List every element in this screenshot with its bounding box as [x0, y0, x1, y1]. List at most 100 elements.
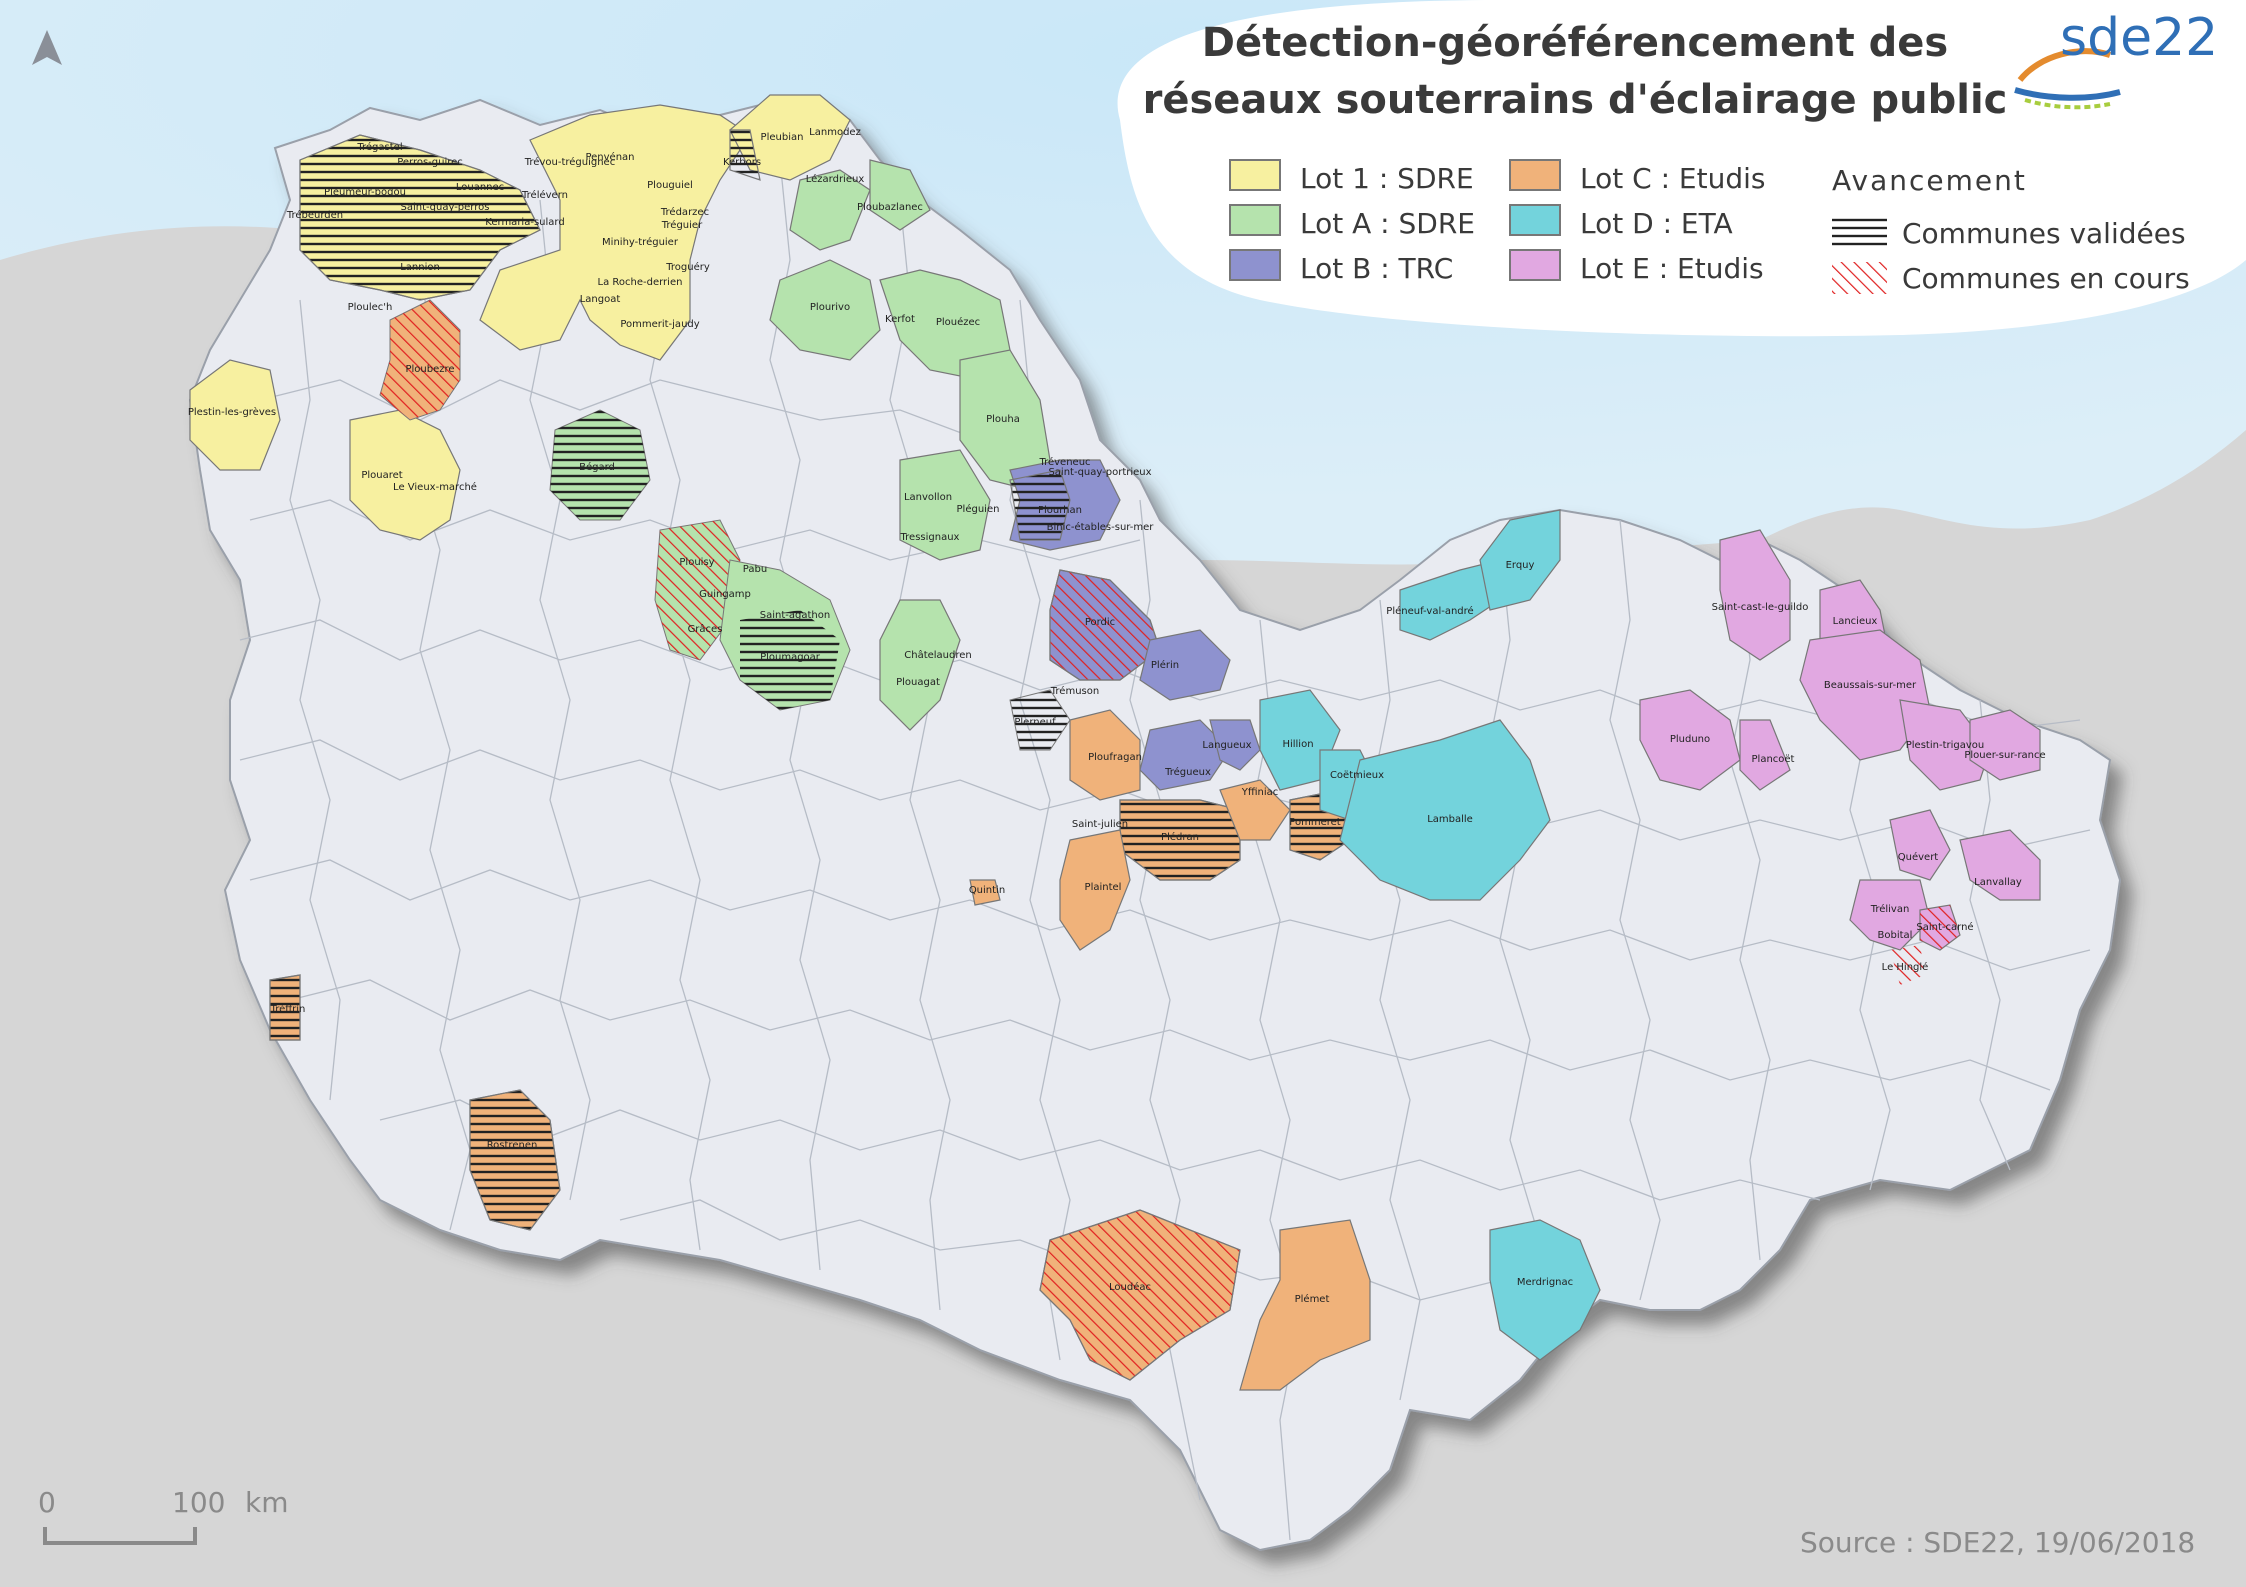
- commune-label: Ploumagoar: [760, 652, 821, 663]
- commune-saint-carne-hatch: [1920, 905, 1960, 950]
- commune-label: Langoat: [580, 294, 621, 305]
- legend-label-lotB: Lot B : TRC: [1300, 252, 1453, 285]
- legend-avancement: Avancement Communes validées Communes en…: [1832, 164, 2190, 295]
- commune-label: Pommeret: [1289, 817, 1340, 828]
- commune-label: Plancoët: [1752, 754, 1795, 765]
- commune-label: Pleubian: [761, 132, 804, 143]
- commune-label: Pluduno: [1670, 734, 1710, 745]
- legend-label-lot1: Lot 1 : SDRE: [1300, 162, 1474, 195]
- north-arrow-icon: [32, 30, 62, 65]
- scale-unit: km: [245, 1486, 289, 1519]
- commune-label: Lanmodez: [809, 127, 861, 138]
- commune-label: Pordic: [1085, 617, 1115, 628]
- lotA-region: [769, 159, 1051, 731]
- commune-plerneuf-hatch: [1009, 689, 1071, 751]
- source-text: Source : SDE22, 19/06/2018: [1800, 1526, 2195, 1559]
- commune-label: Penvénan: [585, 151, 634, 163]
- legend-avancement-title: Avancement: [1832, 164, 2027, 197]
- commune-plouisy-hatch: [655, 520, 740, 660]
- commune-label: Bobital: [1878, 930, 1913, 941]
- commune-label: Plestin-trigavou: [1906, 740, 1984, 751]
- commune-label: Saint-agathon: [760, 610, 830, 621]
- commune-le-hingle-hatch: [1890, 945, 1925, 985]
- commune-label: Ploubazlanec: [857, 202, 923, 213]
- legend-swatch-lotC: [1509, 159, 1561, 191]
- commune-kerbors-hatch: [729, 129, 761, 181]
- map-title-line2: réseaux souterrains d'éclairage public: [1143, 77, 2008, 123]
- commune-label: Binic-étables-sur-mer: [1047, 521, 1155, 533]
- commune-begard-hatch: [550, 410, 650, 520]
- commune-label: Kerfot: [885, 314, 915, 325]
- logo-text: sde22: [2060, 8, 2218, 68]
- scale-zero: 0: [38, 1486, 56, 1519]
- commune-label: Lancieux: [1833, 616, 1878, 627]
- commune-label: Plédran: [1161, 831, 1199, 843]
- commune-label: Saint-quay-perros: [401, 202, 490, 213]
- map-title-line1: Détection-géoréférencement des: [1202, 20, 1948, 66]
- legend-swatch-inprogress: [1832, 262, 1887, 294]
- commune-label: Plémet: [1295, 1293, 1330, 1305]
- commune-label: Le Hinglé: [1882, 961, 1929, 973]
- commune-label: Louannec: [456, 182, 504, 193]
- scale-bar: 0 100 km: [38, 1486, 289, 1545]
- legend-swatch-lotA: [1229, 204, 1281, 236]
- legend-swatch-lot1: [1229, 159, 1281, 191]
- lot1-region: [189, 94, 851, 541]
- legend-lots: Lot 1 : SDRE Lot A : SDRE Lot B : TRC Lo…: [1229, 159, 1765, 285]
- commune-label: Bégard: [579, 461, 615, 473]
- commune-label: Saint-julien: [1072, 819, 1128, 830]
- commune-label: Trélivan: [1870, 903, 1910, 915]
- legend-swatch-lotE: [1509, 249, 1561, 281]
- commune-label: Trégastel: [356, 141, 402, 153]
- commune-label: Perros-guirec: [397, 157, 463, 168]
- legend-swatch-validated: [1832, 218, 1887, 250]
- commune-label: Châtelaudren: [904, 649, 972, 661]
- commune-label: Grâces: [688, 623, 723, 635]
- commune-label: Trédarzec: [660, 206, 709, 218]
- lotC-region: [269, 709, 1371, 1391]
- commune-plestin-area: [189, 359, 281, 471]
- commune-label: Yffiniac: [1241, 787, 1279, 798]
- legend-label-lotE: Lot E : Etudis: [1580, 252, 1764, 285]
- commune-label: Lanvollon: [904, 492, 952, 503]
- commune-label: Trégueux: [1164, 766, 1211, 778]
- commune-label: Pommerit-jaudy: [620, 319, 699, 330]
- commune-label: Kermaria-sulard: [485, 217, 564, 228]
- legend-label-lotC: Lot C : Etudis: [1580, 162, 1765, 195]
- lotD-region: [1259, 509, 1601, 1361]
- commune-label: Tréveneuc: [1038, 456, 1090, 468]
- commune-label: Troguéry: [665, 261, 710, 273]
- commune-label: Tréffrin: [270, 1003, 306, 1015]
- commune-label: Beaussais-sur-mer: [1824, 680, 1917, 691]
- commune-label: Tressignaux: [900, 532, 960, 543]
- scale-line: [43, 1527, 197, 1545]
- commune-label: Lannion: [400, 262, 440, 273]
- commune-label: Plouguiel: [647, 180, 693, 191]
- commune-label: Trélévern: [521, 189, 568, 201]
- commune-label: Saint-quay-portrieux: [1048, 467, 1151, 478]
- commune-label: Pabu: [743, 564, 767, 575]
- legend-swatch-lotD: [1509, 204, 1561, 236]
- commune-label: Lanvallay: [1974, 877, 2022, 888]
- commune-treguier-area: [479, 104, 751, 361]
- commune-label: Plouer-sur-rance: [1964, 750, 2045, 761]
- legend-swatch-lotB: [1229, 249, 1281, 281]
- commune-label: Plouaret: [361, 470, 402, 481]
- commune-label: Pleumeur-bodou: [324, 187, 406, 198]
- commune-label: Langueux: [1202, 740, 1251, 751]
- commune-label: La Roche-derrien: [598, 277, 683, 288]
- commune-label: Tréguier: [661, 219, 703, 231]
- commune-label: Lézardrieux: [806, 173, 865, 185]
- commune-lannion-hatch: [299, 134, 541, 301]
- commune-label: Coëtmieux: [1330, 770, 1384, 781]
- commune-label: Rostrenen: [487, 1140, 538, 1151]
- commune-label: Saint-cast-le-guildo: [1712, 602, 1809, 613]
- commune-label: Kerbors: [723, 157, 761, 168]
- commune-label: Plourivo: [810, 302, 850, 313]
- legend-label-validated: Communes validées: [1902, 217, 2186, 250]
- legend-label-inprogress: Communes en cours: [1902, 262, 2190, 295]
- commune-label: Le Vieux-marché: [393, 481, 477, 493]
- commune-label: Ploulec'h: [348, 302, 393, 313]
- commune-ploubezre-hatch: [380, 300, 460, 420]
- commune-label: Plérin: [1151, 659, 1179, 671]
